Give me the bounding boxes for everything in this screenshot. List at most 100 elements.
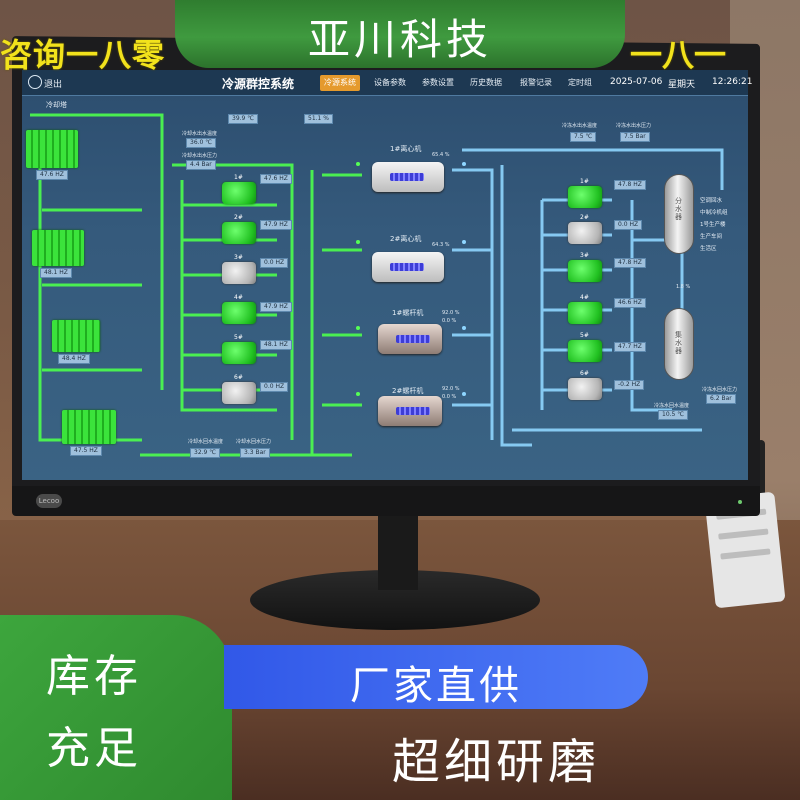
cooling-pump[interactable]: 4# (222, 294, 256, 324)
cooling-pump[interactable]: 1# (222, 174, 256, 204)
chiller-load: 65.4 % (432, 152, 450, 158)
cw-out-press-label: 冷却水出水压力 (182, 153, 218, 159)
supply-manifold-label: 分水器 (675, 197, 682, 221)
cooling-pump[interactable]: 5# (222, 334, 256, 364)
cooling-pump[interactable]: 6# (222, 374, 256, 404)
home-icon[interactable] (28, 75, 42, 89)
cw-in-temp: 32.9 ℃ (190, 448, 221, 458)
pump-number: 1# (580, 178, 589, 185)
chilled-pump[interactable]: 1# (568, 178, 602, 208)
chw-out-temp: 7.5 ℃ (570, 132, 597, 142)
cw-in-press: 3.3 Bar (240, 448, 270, 458)
stock-text-line2: 充足 (46, 723, 142, 774)
chiller-name: 2#螺杆机 (392, 387, 424, 395)
pipe-green (310, 170, 347, 457)
company-banner (175, 0, 625, 68)
cooling-tower[interactable] (62, 410, 116, 444)
chiller-load: 92.0 % (442, 386, 460, 392)
factory-direct-pill (224, 645, 648, 709)
pump-number: 3# (580, 252, 589, 259)
chilled-pump[interactable]: 2# (568, 214, 602, 244)
screw-chiller[interactable] (378, 396, 442, 426)
tab-timer-groups[interactable]: 定时组 (568, 78, 592, 87)
pipe-green (30, 113, 164, 390)
tab-history[interactable]: 历史数据 (470, 78, 502, 87)
chiller-load-secondary: 0.0 % (442, 318, 457, 324)
status-dot (462, 326, 466, 330)
pump-number: 1# (234, 174, 243, 181)
chw-ret-press-label: 冷冻水回水压力 (702, 387, 738, 393)
exit-button[interactable]: 退出 (44, 80, 63, 90)
chw-ret-press: 6.2 Bar (706, 394, 736, 404)
chilled-pump[interactable]: 5# (568, 332, 602, 362)
pump-number: 6# (580, 370, 589, 377)
pump-frequency: 48.1 HZ (260, 340, 292, 350)
chw-out-press-label: 冷冻水出水压力 (616, 123, 652, 129)
status-dot (356, 392, 360, 396)
tower-frequency: 48.1 HZ (40, 268, 72, 278)
cw-out-press: 4.4 Bar (186, 160, 216, 170)
tab-equipment-params[interactable]: 设备参数 (374, 78, 406, 87)
cooling-tower[interactable] (52, 320, 100, 352)
pump-frequency: 47.6 HZ (260, 174, 292, 184)
screw-chiller[interactable] (378, 324, 442, 354)
chiller-name: 2#离心机 (390, 235, 422, 243)
tower-frequency: 47.6 HZ (36, 170, 68, 180)
cw-out-temp-label: 冷却水出水温度 (182, 131, 218, 137)
stock-text-line1: 库存 (46, 651, 142, 702)
branch-label: 生活区 (700, 246, 717, 252)
pump-frequency: 47.9 HZ (260, 220, 292, 230)
pump-frequency: 47.8 HZ (614, 180, 646, 190)
weekday-readout: 星期天 (668, 80, 696, 90)
company-name: 亚川科技 (307, 15, 492, 64)
cooling-tower[interactable] (26, 130, 78, 168)
status-dot (462, 240, 466, 244)
centrifugal-chiller[interactable] (372, 252, 444, 282)
tab-param-settings[interactable]: 参数设置 (422, 78, 454, 87)
pump-frequency: 0.0 HZ (260, 382, 289, 392)
promo-ticker-left: 咨询一八零 (0, 36, 166, 74)
cooling-pump[interactable]: 3# (222, 254, 256, 284)
return-manifold[interactable]: 集水器 (664, 308, 694, 380)
chw-ret-temp: 10.5 ℃ (658, 410, 689, 420)
chiller-load-secondary: 0.0 % (442, 394, 457, 400)
system-title: 冷源群控系统 (222, 77, 295, 91)
date-readout: 2025-07-06 (610, 77, 663, 87)
pipe-green (180, 180, 277, 412)
tab-cold-source[interactable]: 冷源系统 (320, 75, 360, 91)
pump-frequency: -0.2 HZ (614, 380, 645, 390)
chilled-pump[interactable]: 3# (568, 252, 602, 282)
cooling-pump[interactable]: 2# (222, 214, 256, 244)
pump-number: 5# (580, 332, 589, 339)
pump-frequency: 47.7 HZ (614, 342, 646, 352)
chilled-pump[interactable]: 4# (568, 294, 602, 324)
chiller-load: 92.0 % (442, 310, 460, 316)
status-dot (356, 162, 360, 166)
tower-frequency: 47.5 HZ (70, 446, 102, 456)
chiller-name: 1#离心机 (390, 145, 422, 153)
tab-alarms[interactable]: 报警记录 (520, 78, 552, 87)
time-readout: 12:26:21 (712, 77, 753, 87)
branch-label: 1号生产楼 (700, 222, 726, 228)
tower-frequency: 48.4 HZ (58, 354, 90, 364)
cw-in-press-label: 冷却水回水压力 (236, 439, 272, 445)
cable (757, 440, 765, 520)
cooling-tower[interactable] (32, 230, 84, 266)
pump-number: 5# (234, 334, 243, 341)
branch-label: 空调回水 (700, 198, 723, 204)
scada-screen: 退出 冷源群控系统 冷源系统 设备参数 参数设置 历史数据 报警记录 定时组 2… (22, 70, 752, 480)
pump-frequency: 0.0 HZ (260, 258, 289, 268)
supply-manifold[interactable]: 分水器 (664, 174, 694, 254)
pump-number: 2# (234, 214, 243, 221)
centrifugal-chiller[interactable] (372, 162, 444, 192)
cw-in-temp-label: 冷却水回水温度 (188, 439, 224, 445)
cooling-tower-label: 冷却塔 (46, 101, 67, 109)
chw-out-temp-label: 冷冻水出水温度 (562, 123, 598, 129)
monitor-stand-neck (378, 510, 418, 590)
pump-number: 2# (580, 214, 589, 221)
status-dot (356, 240, 360, 244)
chilled-pump[interactable]: 6# (568, 370, 602, 400)
outdoor-humidity: 51.1 % (304, 114, 333, 124)
ultrafine-grinding-text: 超细研磨 (392, 734, 601, 790)
pump-frequency: 0.0 HZ (614, 220, 643, 230)
